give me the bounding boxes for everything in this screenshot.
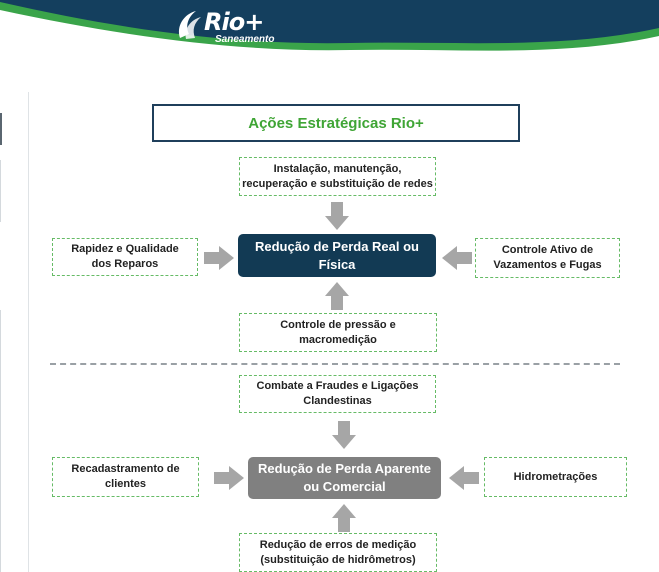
diagram-title: Ações Estratégicas Rio+: [152, 104, 520, 142]
action-box-metering: Hidrometrações: [484, 457, 627, 497]
action-box-network-maintenance: Instalação, manutenção, recuperação e su…: [239, 157, 436, 196]
header-wave: [0, 0, 659, 51]
section-separator: [50, 363, 620, 365]
action-box-repair-speed: Rapidez e Qualidade dos Reparos: [52, 238, 198, 276]
arrow-left-icon: [442, 246, 472, 270]
action-box-customer-recadastration: Recadastramento de clientes: [52, 457, 199, 497]
left-edge-faint: [0, 310, 1, 572]
arrow-down-icon: [325, 202, 349, 230]
arrow-up-icon: [325, 282, 349, 310]
logo-swirl-icon: [178, 11, 201, 39]
arrow-down-icon: [332, 421, 356, 449]
left-edge-mark: [0, 113, 2, 145]
action-box-pressure-control: Controle de pressão e macromedição: [239, 313, 437, 352]
logo-name: Rio+: [204, 8, 264, 36]
apparent-loss-reduction-box: Redução de Perda Aparente ou Comercial: [248, 457, 441, 499]
arrow-right-icon: [204, 246, 234, 270]
action-box-measurement-errors: Redução de erros de medição (substituiçã…: [239, 533, 437, 572]
header-banner: Rio+ Saneamento: [0, 0, 659, 62]
action-box-leak-control: Controle Ativo de Vazamentos e Fugas: [475, 238, 620, 278]
logo-tagline: Saneamento: [215, 34, 275, 45]
left-edge-faint: [0, 160, 1, 222]
arrow-left-icon: [449, 466, 479, 490]
arrow-up-icon: [332, 504, 356, 532]
arrow-right-icon: [214, 466, 244, 490]
action-box-fraud-combat: Combate a Fraudes e Ligações Clandestina…: [239, 375, 436, 413]
real-loss-reduction-box: Redução de Perda Real ou Física: [238, 234, 436, 277]
left-divider: [28, 92, 29, 572]
